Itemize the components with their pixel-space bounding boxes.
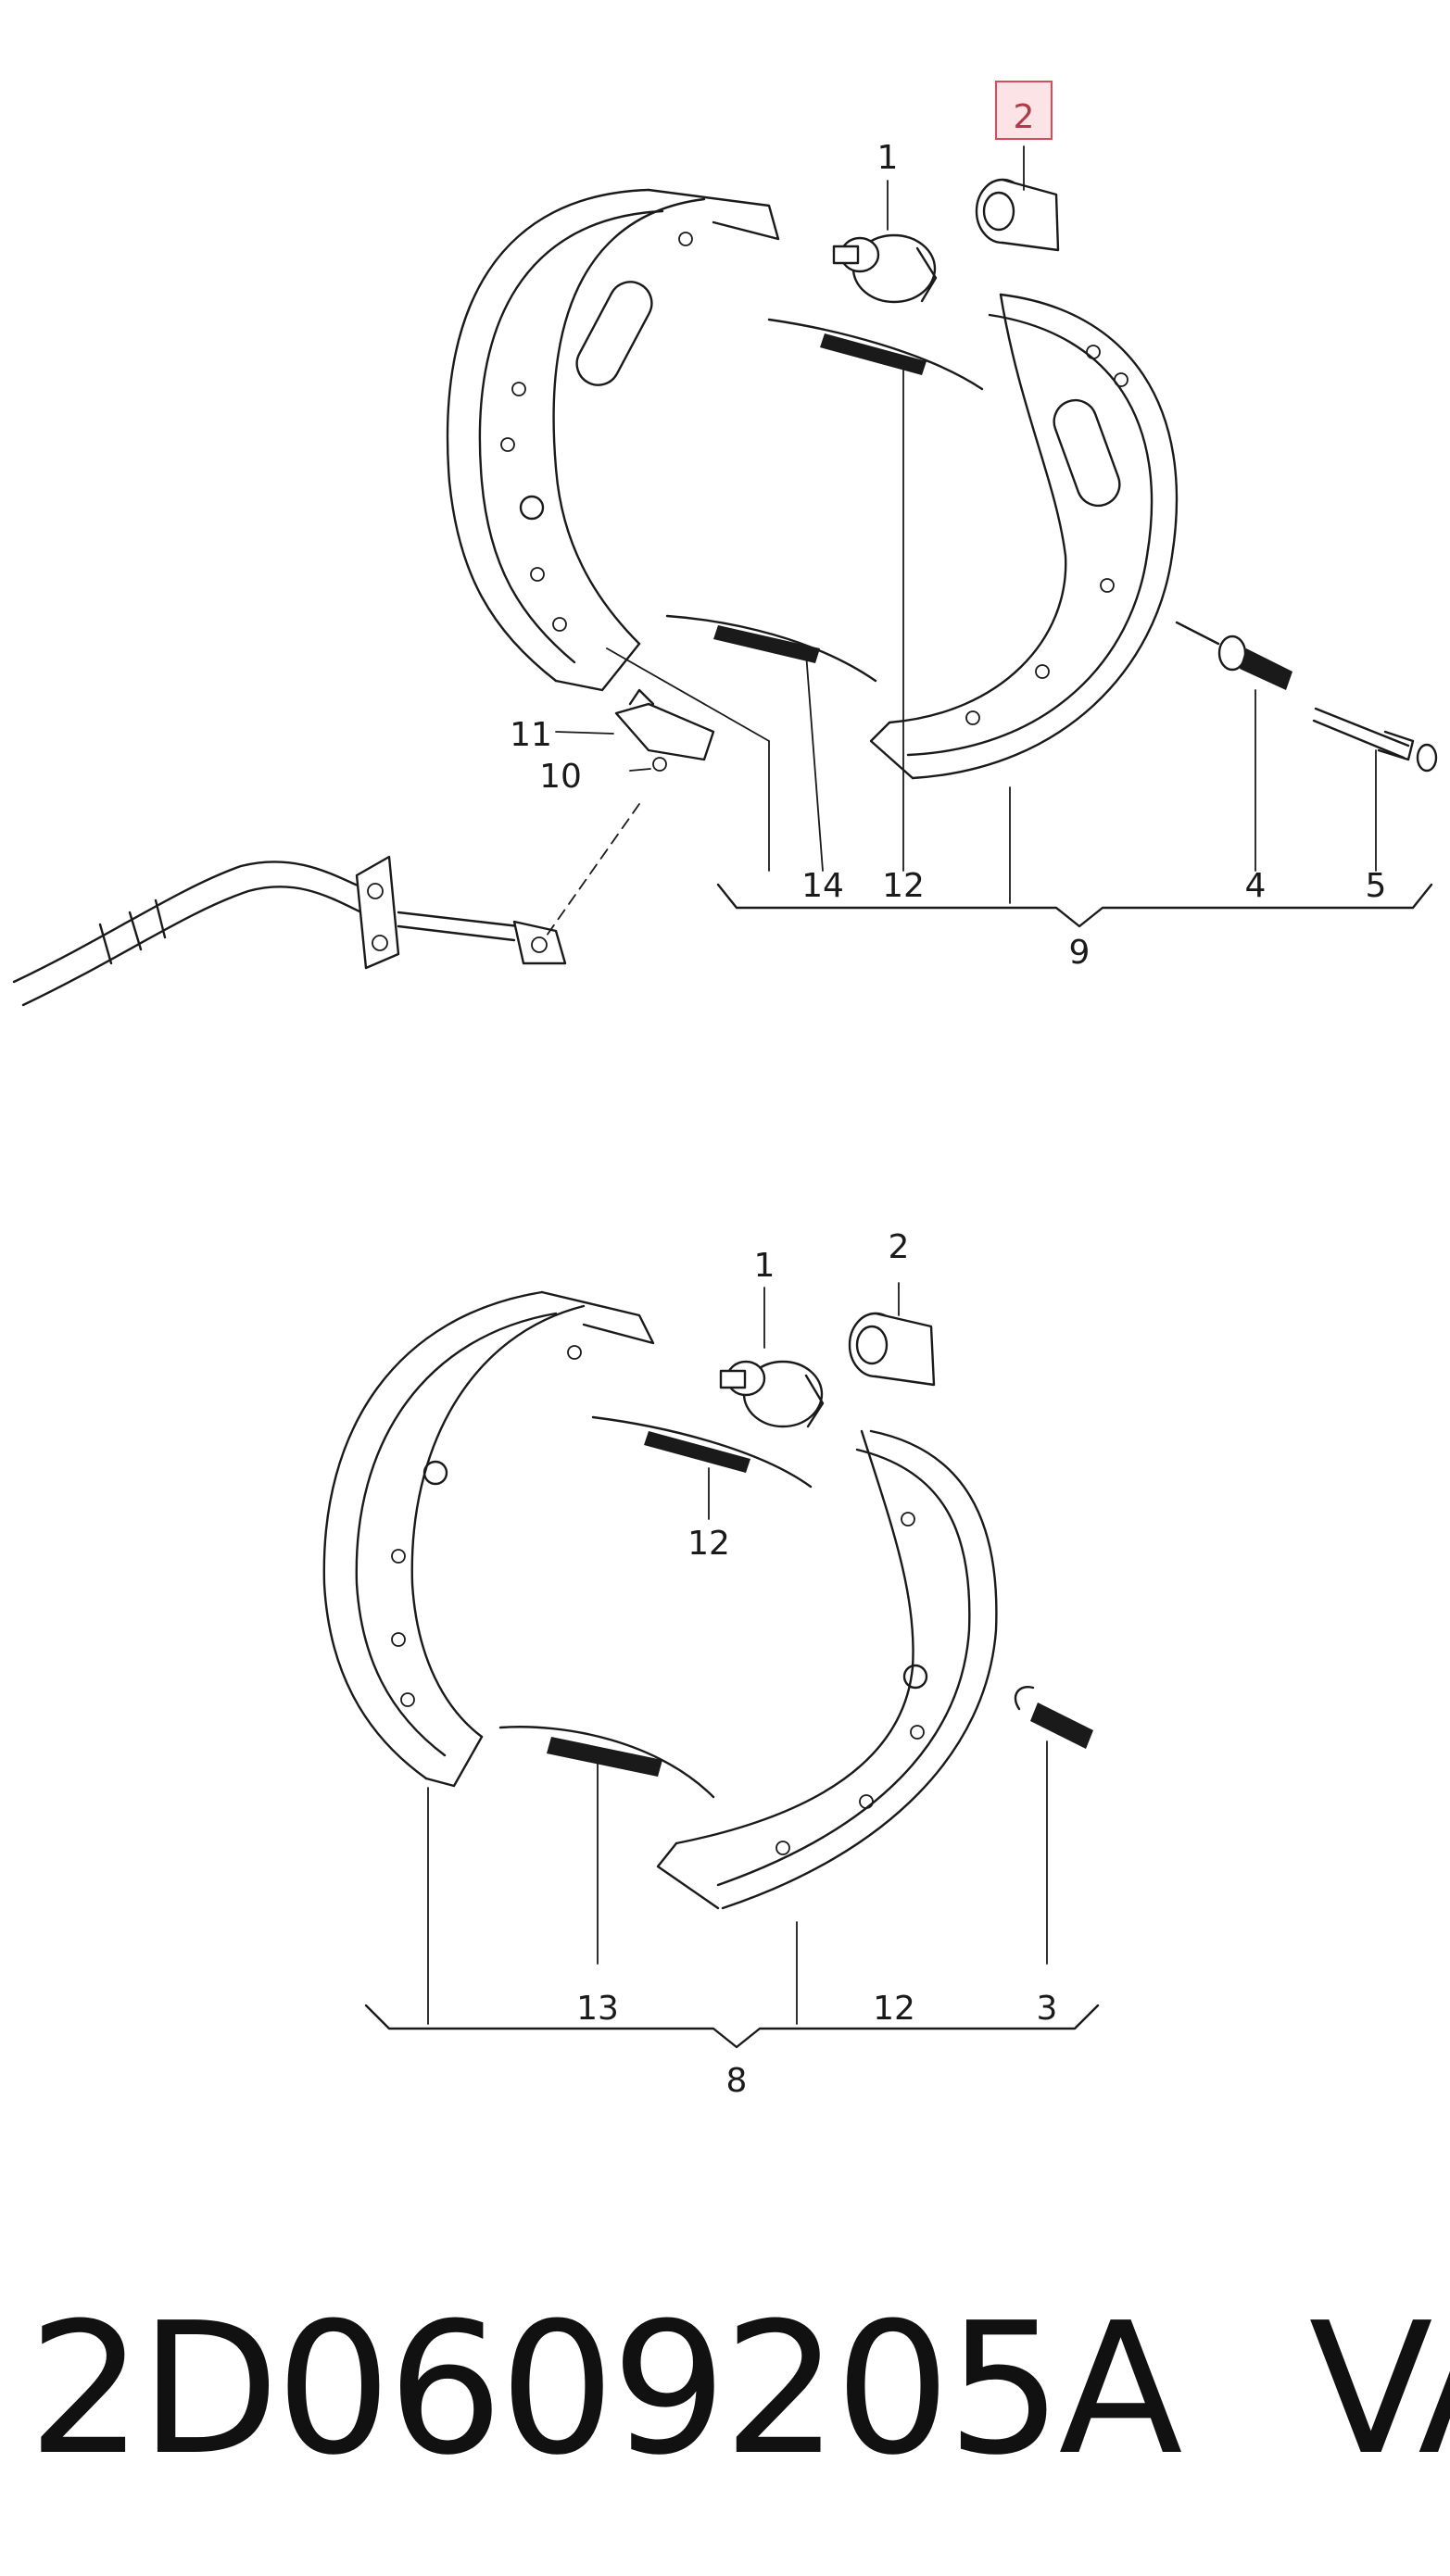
top-hold-down-pin-5 [1312,707,1438,773]
bottom-left-brake-shoe [322,1290,655,1788]
top-leader-lines [546,145,1433,936]
label-bottom-12-upper: 12 [687,1525,730,1563]
top-lower-spring [665,614,877,683]
label-bottom-3: 3 [1037,1990,1058,2028]
label-top-10: 10 [539,758,582,796]
highlight-box-part-2 [995,81,1053,140]
part-number: 2D0609205A [28,2284,1183,2495]
bottom-adjuster-part-1 [719,1360,825,1428]
label-top-14: 14 [801,867,844,905]
top-left-brake-shoe [446,188,780,692]
label-top-2: 2 [1014,98,1035,136]
top-adjuster-part-1 [832,233,938,304]
bottom-assembly: 1 2 12 13 12 3 8 [322,1228,1100,2100]
bottom-leader-lines [364,1282,1100,2049]
label-bottom-2: 2 [889,1228,910,1266]
bottom-spring-3 [1014,1686,1093,1749]
top-right-brake-shoe [869,293,1179,780]
label-top-5: 5 [1366,867,1387,905]
bottom-lower-spring [498,1726,715,1799]
bottom-upper-spring [591,1415,813,1489]
label-bottom-1: 1 [754,1247,775,1285]
bottom-right-brake-shoe [656,1429,998,1910]
brand-name: VAG [1308,2284,1450,2495]
label-top-1: 1 [877,139,899,177]
label-top-11: 11 [510,716,552,754]
label-bottom-13: 13 [576,1990,619,2028]
label-top-4: 4 [1245,867,1267,905]
top-upper-spring [767,318,984,391]
bottom-bush-part-2 [848,1312,936,1387]
top-parking-lever-11 [614,688,715,772]
top-assembly: 2 1 11 10 14 12 4 5 9 [12,81,1438,1007]
part-number-footer: 2D0609205A VAG [28,2284,1450,2495]
top-handbrake-cable [12,855,567,1007]
label-bottom-12-lower: 12 [873,1990,915,2028]
label-top-12: 12 [882,867,925,905]
label-top-9: 9 [1069,934,1091,972]
top-bush-part-2 [975,178,1060,252]
top-hold-down-spring-4 [1175,621,1292,690]
label-bottom-8: 8 [726,2062,748,2100]
